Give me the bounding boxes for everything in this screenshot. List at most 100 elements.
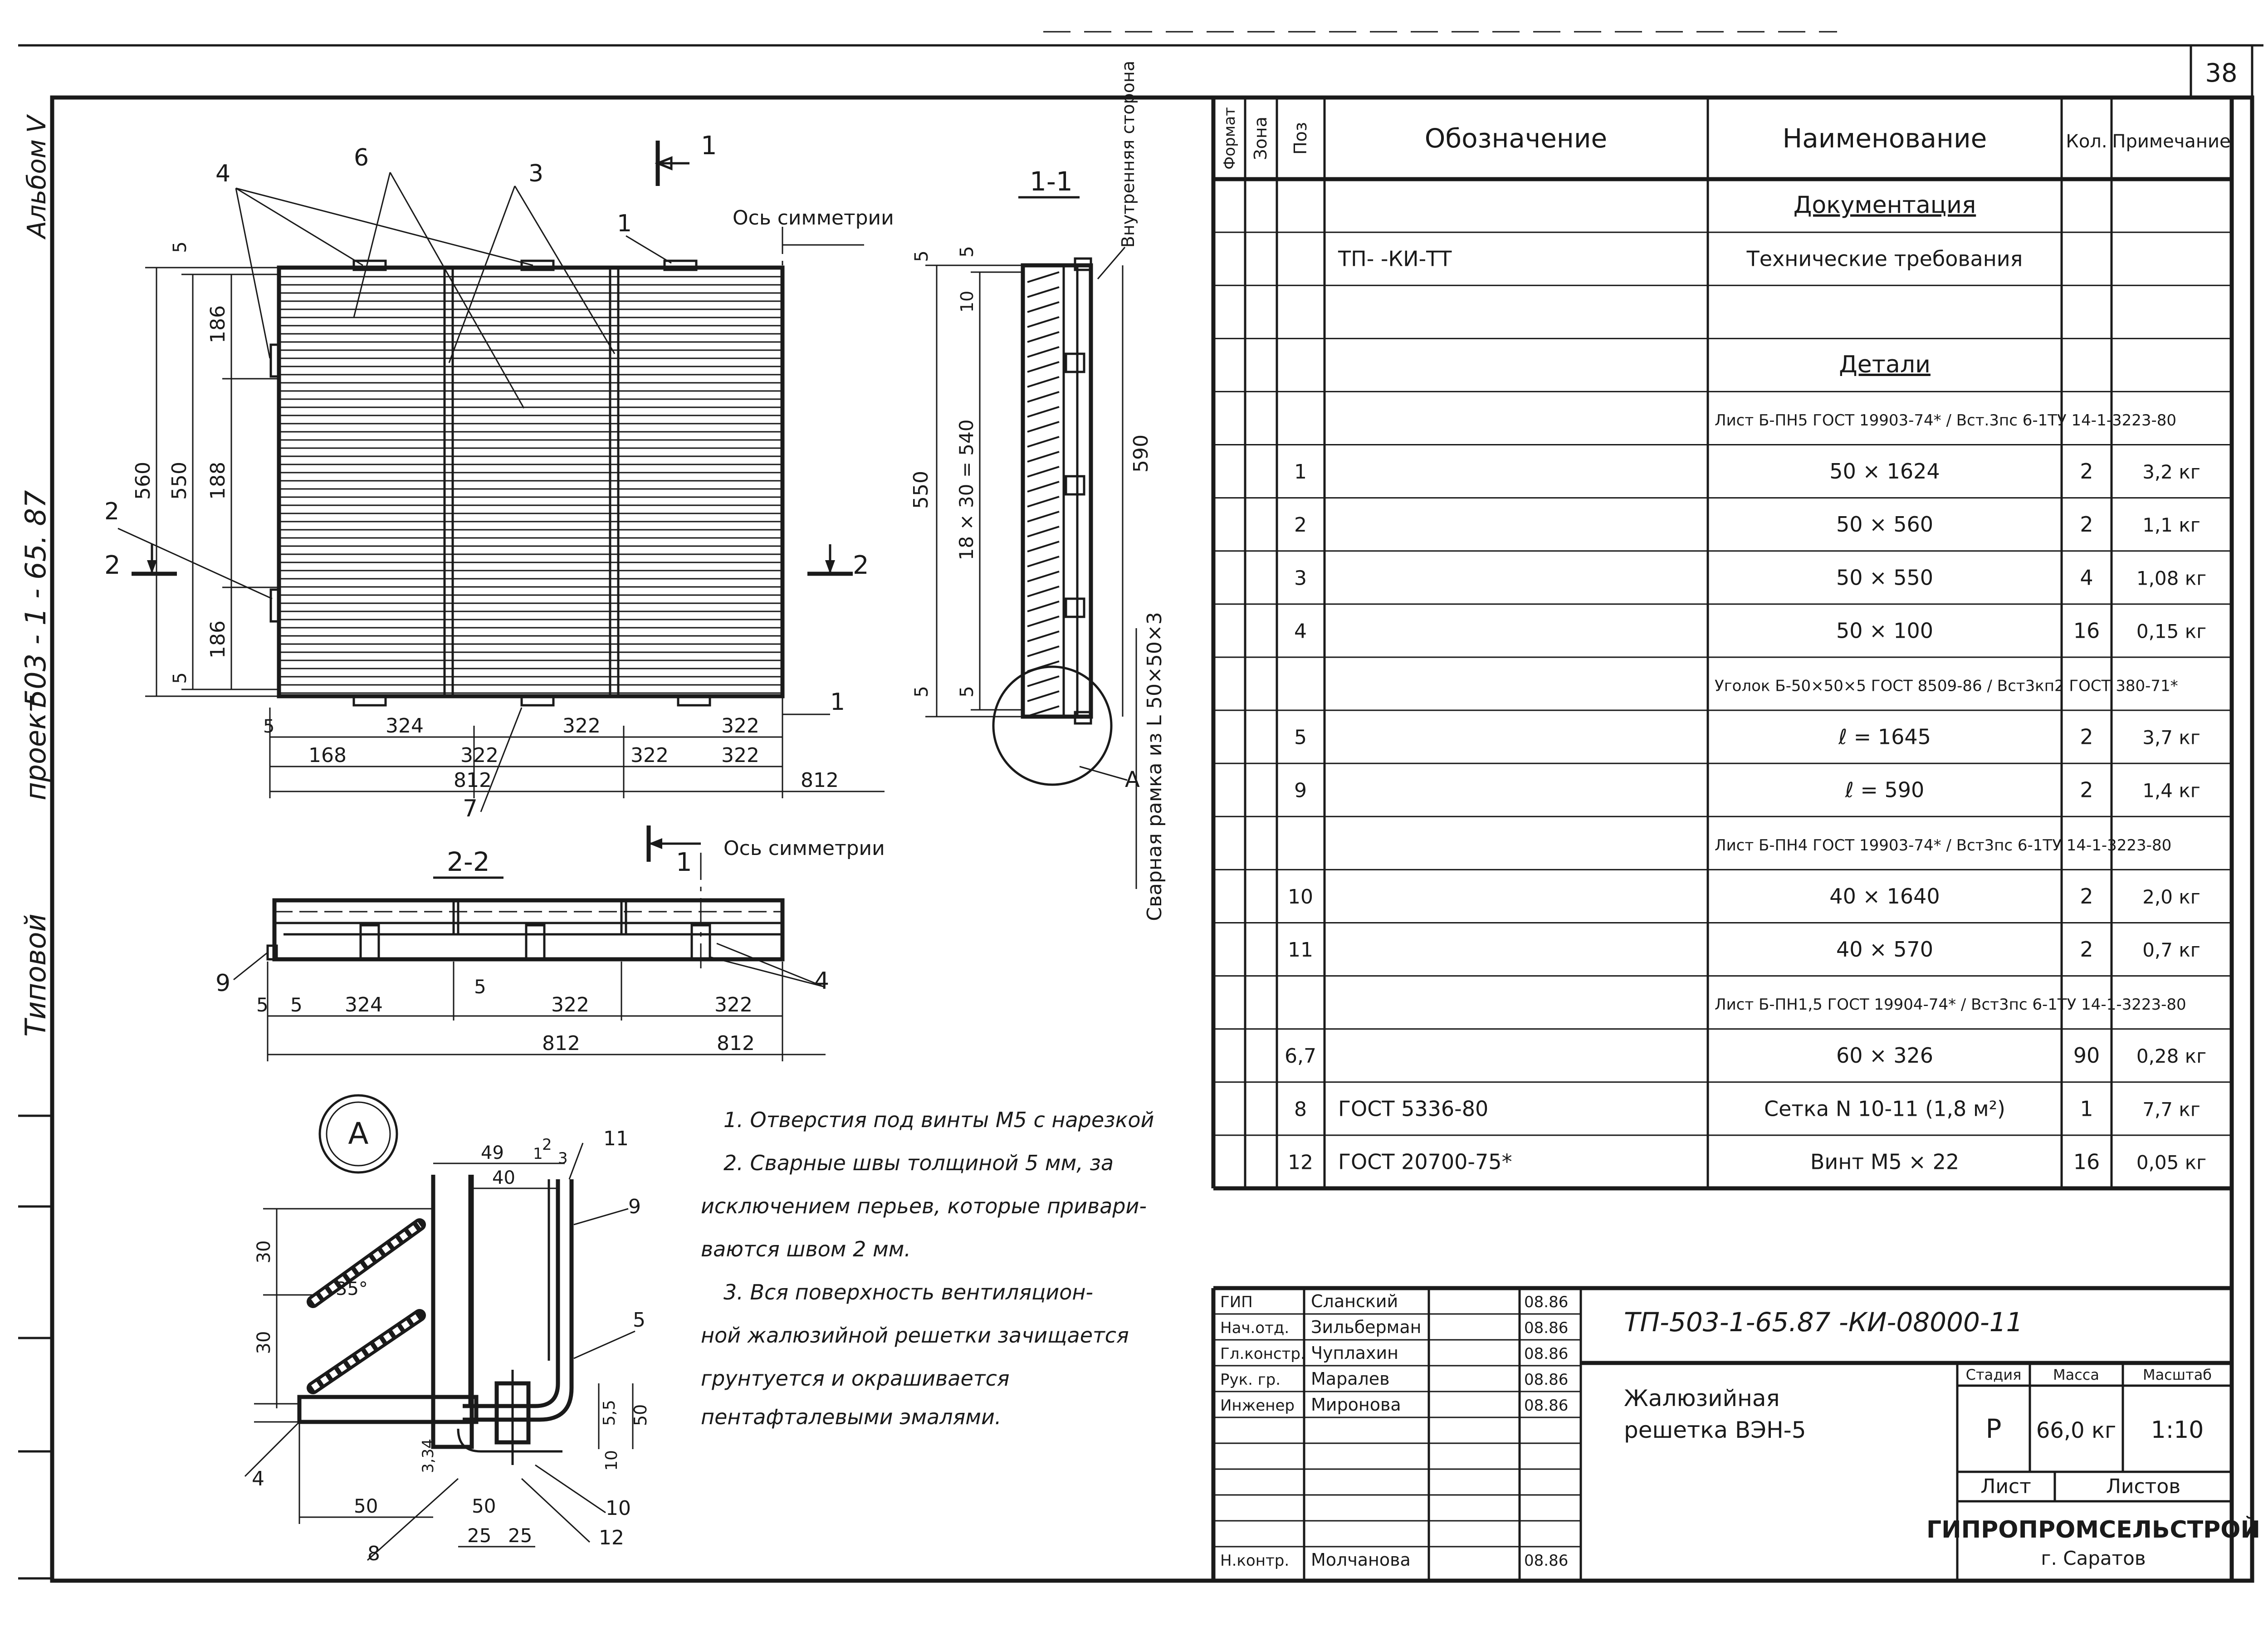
- detail-pos-5: 5: [633, 1309, 645, 1332]
- dim-560: 560: [132, 462, 155, 500]
- spec-row-name: Детали: [1839, 351, 1931, 378]
- spec-row-name: 50 × 1624: [1829, 459, 1940, 483]
- note-line-7: грунтуется и окрашивается: [701, 1366, 1010, 1391]
- detail-dim-30-b: 30: [254, 1331, 274, 1354]
- section-2-2-title: 2-2: [447, 846, 490, 877]
- sheet-number-box: [2190, 44, 2253, 99]
- spec-row-pos: 11: [1288, 938, 1313, 962]
- dim-322-c: 322: [460, 744, 499, 767]
- note-line-8: пентафталевыми эмалями.: [701, 1405, 1002, 1429]
- sec22-dim-5-a: 5: [256, 994, 269, 1016]
- sheets-label: Листов: [2106, 1475, 2180, 1498]
- spec-row-name: Документация: [1794, 192, 1976, 219]
- note-line-6: ной жалюзийной решетки зачищается: [701, 1323, 1129, 1348]
- section-2-2: 2-2 1 Ось симметрии 9 4 5 5 324 5: [215, 825, 885, 1061]
- section-2-mark-right: 2: [853, 551, 869, 580]
- detail-dim-35deg: 35°: [336, 1279, 368, 1299]
- spec-row-name: ℓ = 590: [1845, 778, 1925, 802]
- signer-name: Зильберман: [1311, 1317, 1421, 1337]
- mass-label: Масса: [2053, 1366, 2099, 1383]
- header-zone: Зона: [1251, 117, 1271, 160]
- spec-row-note: 0,05 кг: [2136, 1151, 2206, 1173]
- sec11-dim-18x30: 18 × 30 = 540: [955, 420, 978, 561]
- dim-322-b: 322: [721, 714, 759, 737]
- spec-row-qty: 2: [2080, 725, 2093, 749]
- detail-dim-3: 3: [558, 1149, 568, 1167]
- header-format: Формат: [1221, 107, 1239, 170]
- spec-row-name: Лист Б-ПН1,5 ГОСТ 19904-74* / Вст3пс 6-1…: [1715, 996, 2186, 1014]
- sec11-dim-10: 10: [957, 291, 977, 313]
- spec-row-name: Сетка N 10-11 (1,8 м²): [1764, 1096, 2005, 1121]
- dim-322-d: 322: [631, 744, 669, 767]
- sheet-border: [50, 95, 2254, 1583]
- axis-label-bottom: Ось симметрии: [723, 837, 885, 860]
- signer-name: Маралев: [1311, 1369, 1390, 1389]
- spec-row-pos: 2: [1294, 513, 1307, 537]
- signer-role: Гл.констр.: [1220, 1345, 1305, 1363]
- mass-value: 66,0 кг: [2036, 1418, 2116, 1443]
- sec22-dim-5-c: 5: [474, 976, 486, 998]
- detail-a-callout: А: [1125, 767, 1140, 792]
- dim-168: 168: [308, 744, 347, 767]
- specification-table: Формат Зона Поз Обозначение Наименование…: [1211, 98, 2234, 1191]
- spec-row-designation: ТП- -КИ-ТТ: [1338, 247, 1452, 271]
- spec-row-qty: 2: [2080, 937, 2093, 962]
- city: г. Саратов: [2041, 1547, 2146, 1569]
- spec-row-qty: 2: [2080, 884, 2093, 908]
- signer-name: Миронова: [1311, 1395, 1401, 1415]
- sec22-dim-5-b: 5: [290, 994, 303, 1016]
- spec-row-name: 50 × 560: [1836, 512, 1933, 537]
- detail-dim-3-34: 3,34: [419, 1439, 437, 1473]
- pos-label-2-front: 2: [104, 498, 119, 525]
- section-2-mark-left: 2: [104, 551, 121, 580]
- detail-dim-50-b: 50: [472, 1495, 496, 1517]
- side-caption-type: Типовой: [19, 913, 52, 1036]
- spec-row-name: Лист Б-ПН4 ГОСТ 19903-74* / Вст3пс 6-1ТУ…: [1715, 836, 2171, 855]
- spec-row-pos: 12: [1288, 1151, 1313, 1174]
- sec22-dim-322-a: 322: [551, 993, 589, 1016]
- sec22-dim-812-a: 812: [542, 1032, 580, 1055]
- signer-date: 08.86: [1524, 1293, 1568, 1311]
- drawing-code: ТП-503-1-65.87 -КИ-08000-11: [1624, 1307, 2023, 1338]
- spec-row-pos: 5: [1294, 726, 1307, 749]
- pos-label-1-top: 1: [617, 210, 632, 237]
- spec-row-pos: 8: [1294, 1098, 1307, 1121]
- detail-pos-10: 10: [606, 1497, 631, 1520]
- signer-name: Сланский: [1311, 1291, 1398, 1311]
- spec-row-name: 40 × 1640: [1829, 884, 1940, 908]
- section-1-mark-bottom: 1: [676, 848, 692, 877]
- detail-dim-5-5: 5,5: [600, 1400, 619, 1426]
- dim-322-a: 322: [562, 714, 601, 737]
- dim-812-a: 812: [454, 769, 492, 792]
- front-view: Ось симметрии 1 2 2 4 6 3 1 1 2 7: [104, 131, 894, 822]
- detail-pos-8: 8: [367, 1542, 380, 1565]
- dim-550: 550: [168, 462, 191, 500]
- spec-row-name: Технические требования: [1746, 247, 2023, 271]
- scale-value: 1:10: [2151, 1416, 2204, 1444]
- spec-row-name: 60 × 326: [1836, 1043, 1933, 1068]
- spec-row-note: 3,2 кг: [2142, 461, 2200, 483]
- detail-pos-4: 4: [252, 1467, 264, 1490]
- spec-row-note: 3,7 кг: [2142, 727, 2200, 749]
- header-qty: Кол.: [2066, 131, 2107, 152]
- signer-name: Чуплахин: [1311, 1343, 1398, 1363]
- signer-date: 08.86: [1524, 1319, 1568, 1337]
- header-name: Наименование: [1783, 123, 1987, 154]
- detail-dim-49: 49: [481, 1143, 504, 1163]
- spec-row-qty: 2: [2080, 778, 2093, 802]
- dim-5-bottom: 5: [170, 672, 191, 684]
- spec-row-pos: 9: [1294, 779, 1307, 802]
- signer-date: 08.86: [1524, 1371, 1568, 1389]
- album-label: Альбом: [22, 139, 52, 239]
- dim-324: 324: [386, 714, 424, 737]
- detail-dim-1: 1: [533, 1145, 543, 1163]
- signer-role: Рук. гр.: [1220, 1371, 1281, 1389]
- spec-row-name: 50 × 550: [1836, 565, 1933, 590]
- pos-label-6-front: 6: [354, 144, 369, 171]
- header-designation: Обозначение: [1425, 123, 1607, 154]
- spec-row-name: ℓ = 1645: [1838, 725, 1931, 749]
- signer-role: Н.контр.: [1220, 1552, 1289, 1570]
- sec11-dim-5-c: 5: [911, 686, 932, 697]
